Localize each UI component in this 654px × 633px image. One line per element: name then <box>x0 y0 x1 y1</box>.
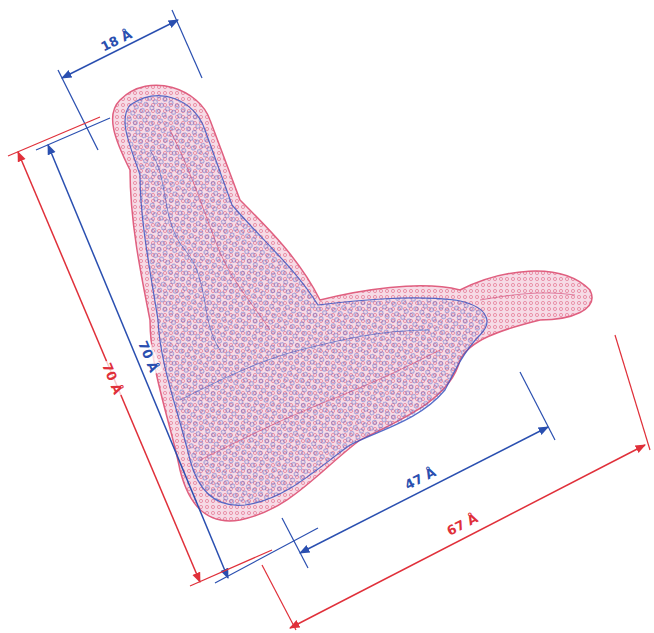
dimension-label: 47 Å <box>400 463 439 493</box>
dimension-label: 67 Å <box>442 509 481 539</box>
dimension-label: 70 Å <box>98 358 126 398</box>
